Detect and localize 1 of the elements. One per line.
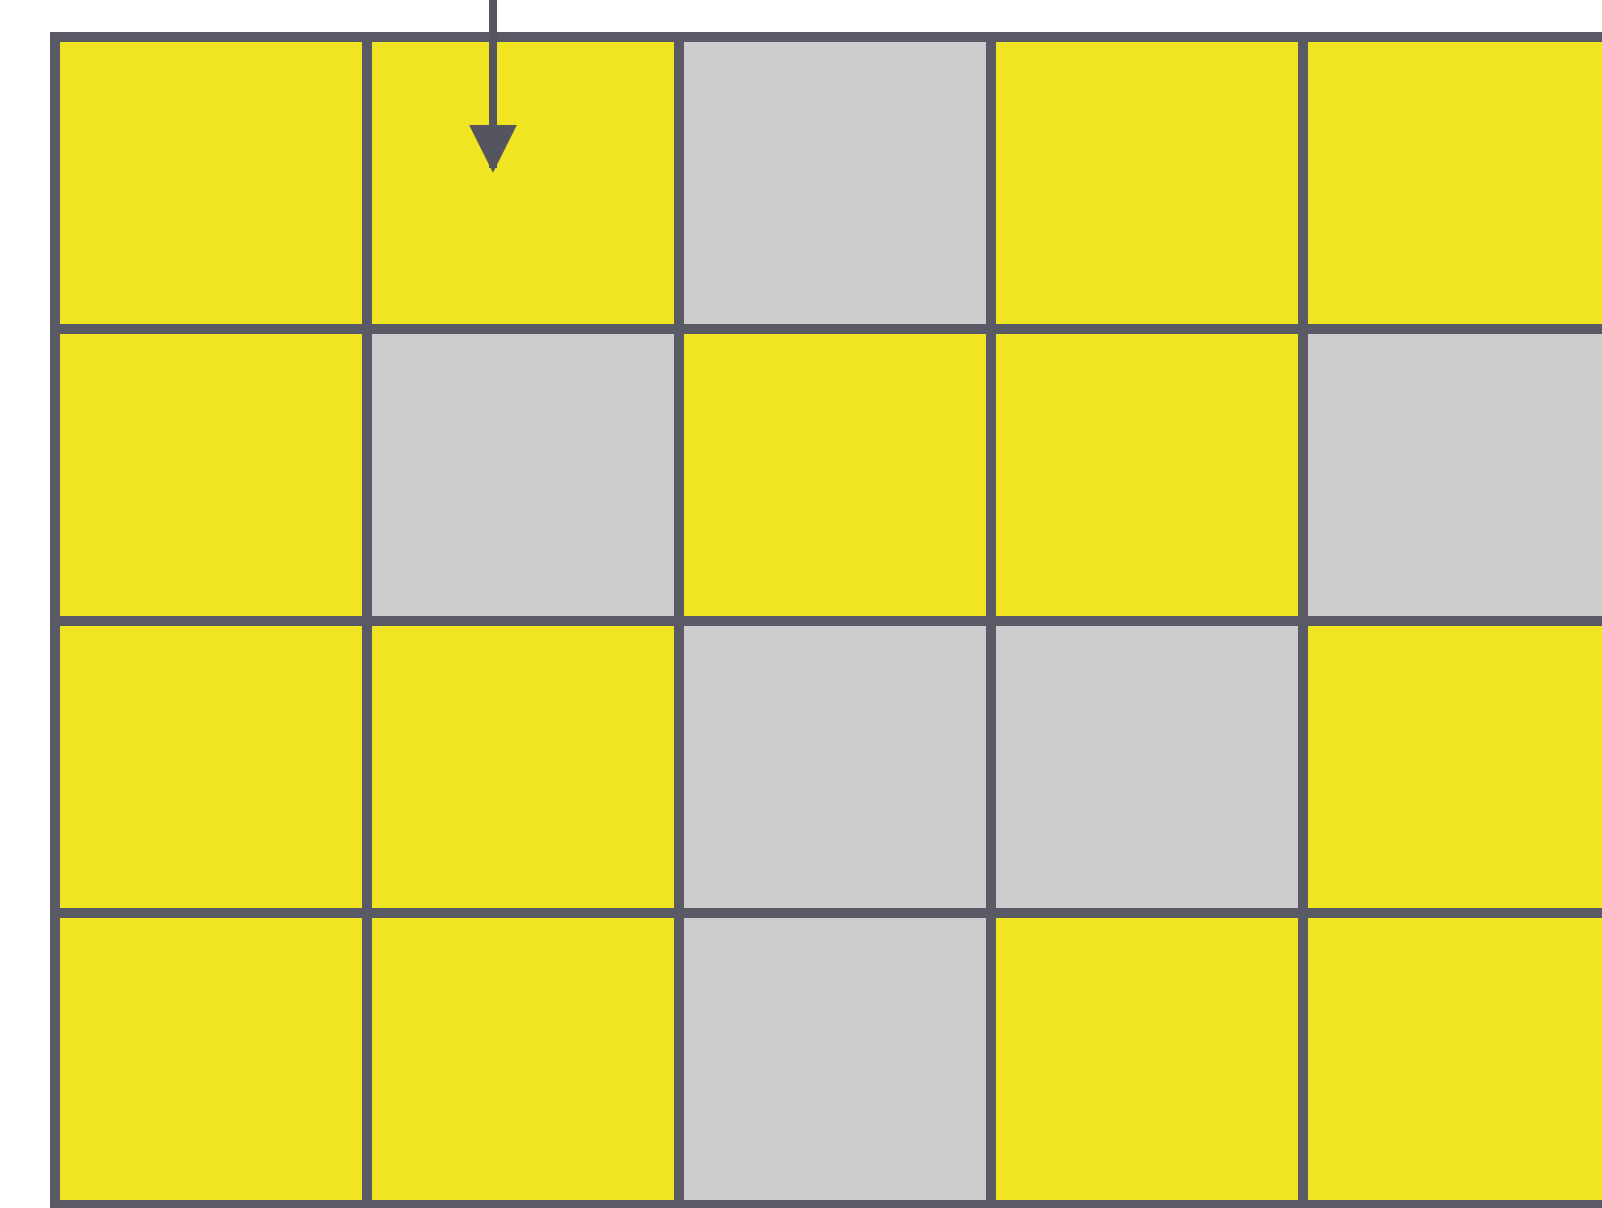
arrow: [469, 0, 517, 173]
